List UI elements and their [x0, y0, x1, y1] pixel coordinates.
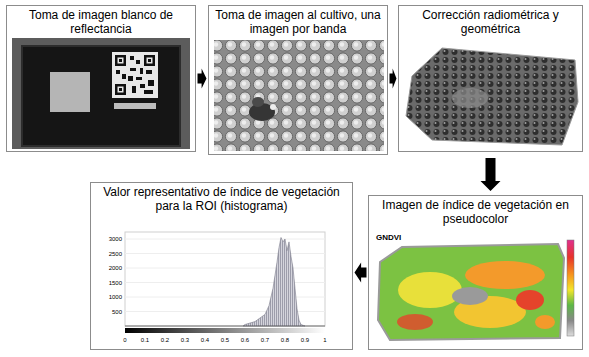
index-patch	[397, 314, 433, 330]
panel-heading: Imagen de índice de vegetación en pseudo…	[369, 196, 582, 226]
axis-tick-label: 0.6	[241, 337, 249, 343]
target-panel	[22, 46, 180, 146]
gray-ramp	[125, 328, 325, 333]
histogram-chart	[125, 232, 325, 333]
axis-tick-label: 1500	[109, 280, 122, 286]
x-axis	[125, 326, 325, 327]
flow-arrow	[390, 69, 397, 89]
mosaic-area	[406, 48, 578, 145]
reflectance-photo	[12, 38, 190, 149]
canopy-image	[214, 40, 384, 151]
axis-tick-label: 3000	[109, 236, 122, 242]
index-area	[378, 244, 564, 340]
axis-tick-label: 0.5	[221, 337, 229, 343]
index-name: GNDVI	[376, 234, 401, 242]
axis-tick-label: 0.9	[301, 337, 309, 343]
panel-heading: Corrección radiométrica y geométrica	[399, 6, 582, 36]
pseudocolor-map	[372, 232, 580, 347]
axis-tick-label: 2000	[109, 265, 122, 271]
qr-finder	[118, 87, 124, 93]
axis-tick-label: 0.7	[261, 337, 269, 343]
image-ground	[372, 232, 580, 347]
axis-tick-label: 0.2	[161, 337, 169, 343]
crop-photo	[214, 40, 384, 151]
axis-tick-label: 0.8	[281, 337, 289, 343]
color-bar	[567, 240, 574, 336]
shadow-patch	[252, 97, 264, 107]
qr-modules	[116, 56, 154, 94]
clearing	[452, 88, 488, 108]
qr-finder	[148, 59, 151, 62]
flow-arrow	[198, 69, 207, 89]
qr-finder	[144, 55, 155, 66]
qr-finder	[147, 58, 153, 64]
qr-finder	[119, 88, 122, 91]
qr-finder	[115, 84, 126, 95]
process-panel: Toma de imagen al cultivo, una imagen po…	[208, 5, 388, 155]
axis-tick-label: 0	[123, 337, 126, 343]
axis-tick-label: 1000	[109, 294, 122, 300]
panel-heading: Toma de imagen al cultivo, una imagen po…	[209, 6, 387, 36]
index-patch	[535, 315, 555, 329]
plot-frame	[125, 232, 325, 326]
histogram-bars	[243, 238, 305, 327]
index-patch	[516, 290, 544, 310]
axis-tick-label: 500	[112, 309, 122, 315]
axis-tick-label: 2500	[109, 251, 122, 257]
flow-arrow	[355, 263, 367, 283]
index-patch	[465, 261, 545, 289]
white-reference	[50, 72, 90, 112]
photo-ground	[12, 38, 190, 149]
mosaic-image	[404, 40, 580, 150]
process-panel: Imagen de índice de vegetación en pseudo…	[368, 195, 583, 350]
image-ground	[404, 40, 580, 150]
axis-tick-label: 1	[323, 337, 326, 343]
axis-tick-label: 0.3	[181, 337, 189, 343]
process-panel: Valor representativo de índice de vegeta…	[90, 182, 353, 350]
index-patch	[452, 287, 488, 305]
panel-heading: Toma de imagen blanco de reflectancia	[7, 6, 195, 36]
panel-heading: Valor representativo de índice de vegeta…	[91, 183, 352, 213]
process-panel: Toma de imagen blanco de reflectancia	[6, 5, 196, 152]
index-patch	[398, 272, 462, 308]
axis-tick-label: 0.4	[201, 337, 209, 343]
tag-label	[114, 103, 156, 109]
qr-finder	[119, 59, 122, 62]
flow-arrow	[481, 158, 501, 191]
qr-finder	[115, 55, 126, 66]
qr-code	[112, 52, 158, 98]
process-panel: Corrección radiométrica y geométrica	[398, 5, 583, 152]
qr-finder	[118, 58, 124, 64]
reference-target	[270, 104, 276, 110]
axis-tick-label: 0.1	[141, 337, 149, 343]
